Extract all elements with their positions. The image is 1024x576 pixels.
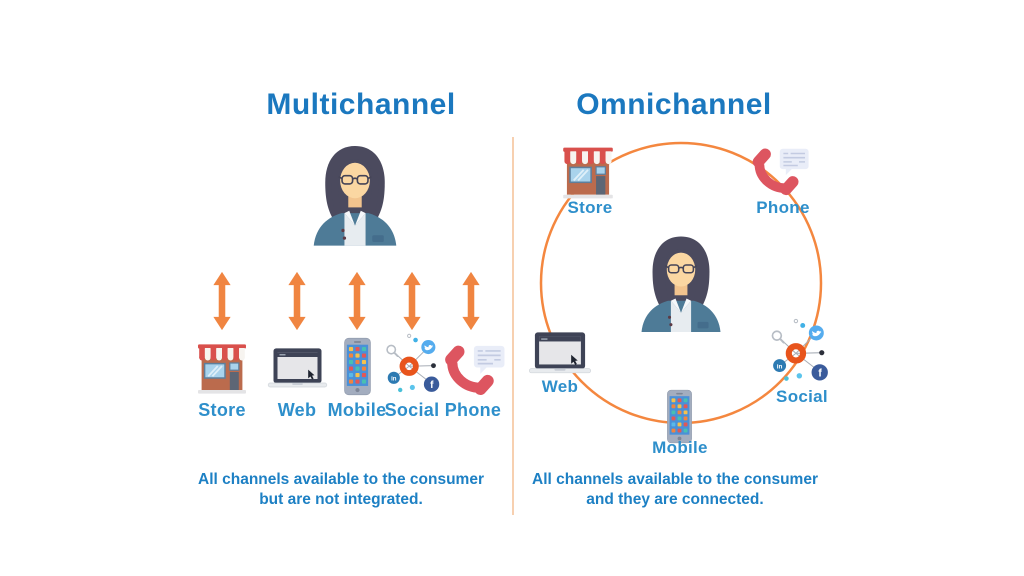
double-headed-arrow-icon xyxy=(212,269,232,333)
store-icon xyxy=(557,145,619,201)
social-network-icon xyxy=(381,333,445,397)
web-laptop-icon xyxy=(264,347,331,391)
channel-label-mobile: Mobile xyxy=(652,438,708,457)
consumer-person-icon xyxy=(307,140,403,246)
channel-label-social: Social xyxy=(776,387,828,406)
phone-handset-icon xyxy=(745,146,811,197)
caption-line: but are not integrated. xyxy=(259,490,423,508)
channel-label-store: Store xyxy=(198,400,246,420)
consumer-person-icon xyxy=(635,231,727,332)
phone-handset-icon xyxy=(437,343,507,397)
multichannel-caption: All channels available to the consumer b… xyxy=(121,470,561,509)
channel-label-phone: Phone xyxy=(756,198,810,217)
caption-line: All channels available to the consumer xyxy=(532,471,818,488)
double-headed-arrow-icon xyxy=(347,269,367,333)
channel-label-phone: Phone xyxy=(444,400,502,420)
mobile-phone-icon xyxy=(664,389,695,444)
web-laptop-icon xyxy=(525,331,595,377)
mobile-phone-icon xyxy=(341,337,374,396)
omnichannel-title: Omnichannel xyxy=(576,88,772,121)
channel-label-mobile: Mobile xyxy=(327,400,387,420)
double-headed-arrow-icon xyxy=(287,269,307,333)
social-network-icon xyxy=(766,318,834,386)
caption-line: and they are connected. xyxy=(586,490,764,508)
channel-label-store: Store xyxy=(567,198,613,217)
omnichannel-caption: All channels available to the consumer a… xyxy=(455,470,895,509)
multichannel-title: Multichannel xyxy=(266,88,456,121)
channel-label-social: Social xyxy=(384,400,440,420)
store-icon xyxy=(192,342,252,396)
panel-divider xyxy=(512,137,514,515)
channel-label-web: Web xyxy=(277,400,317,420)
channel-label-web: Web xyxy=(541,377,579,396)
double-headed-arrow-icon xyxy=(402,269,422,333)
double-headed-arrow-icon xyxy=(461,269,481,333)
caption-line: All channels available to the consumer xyxy=(198,471,484,488)
